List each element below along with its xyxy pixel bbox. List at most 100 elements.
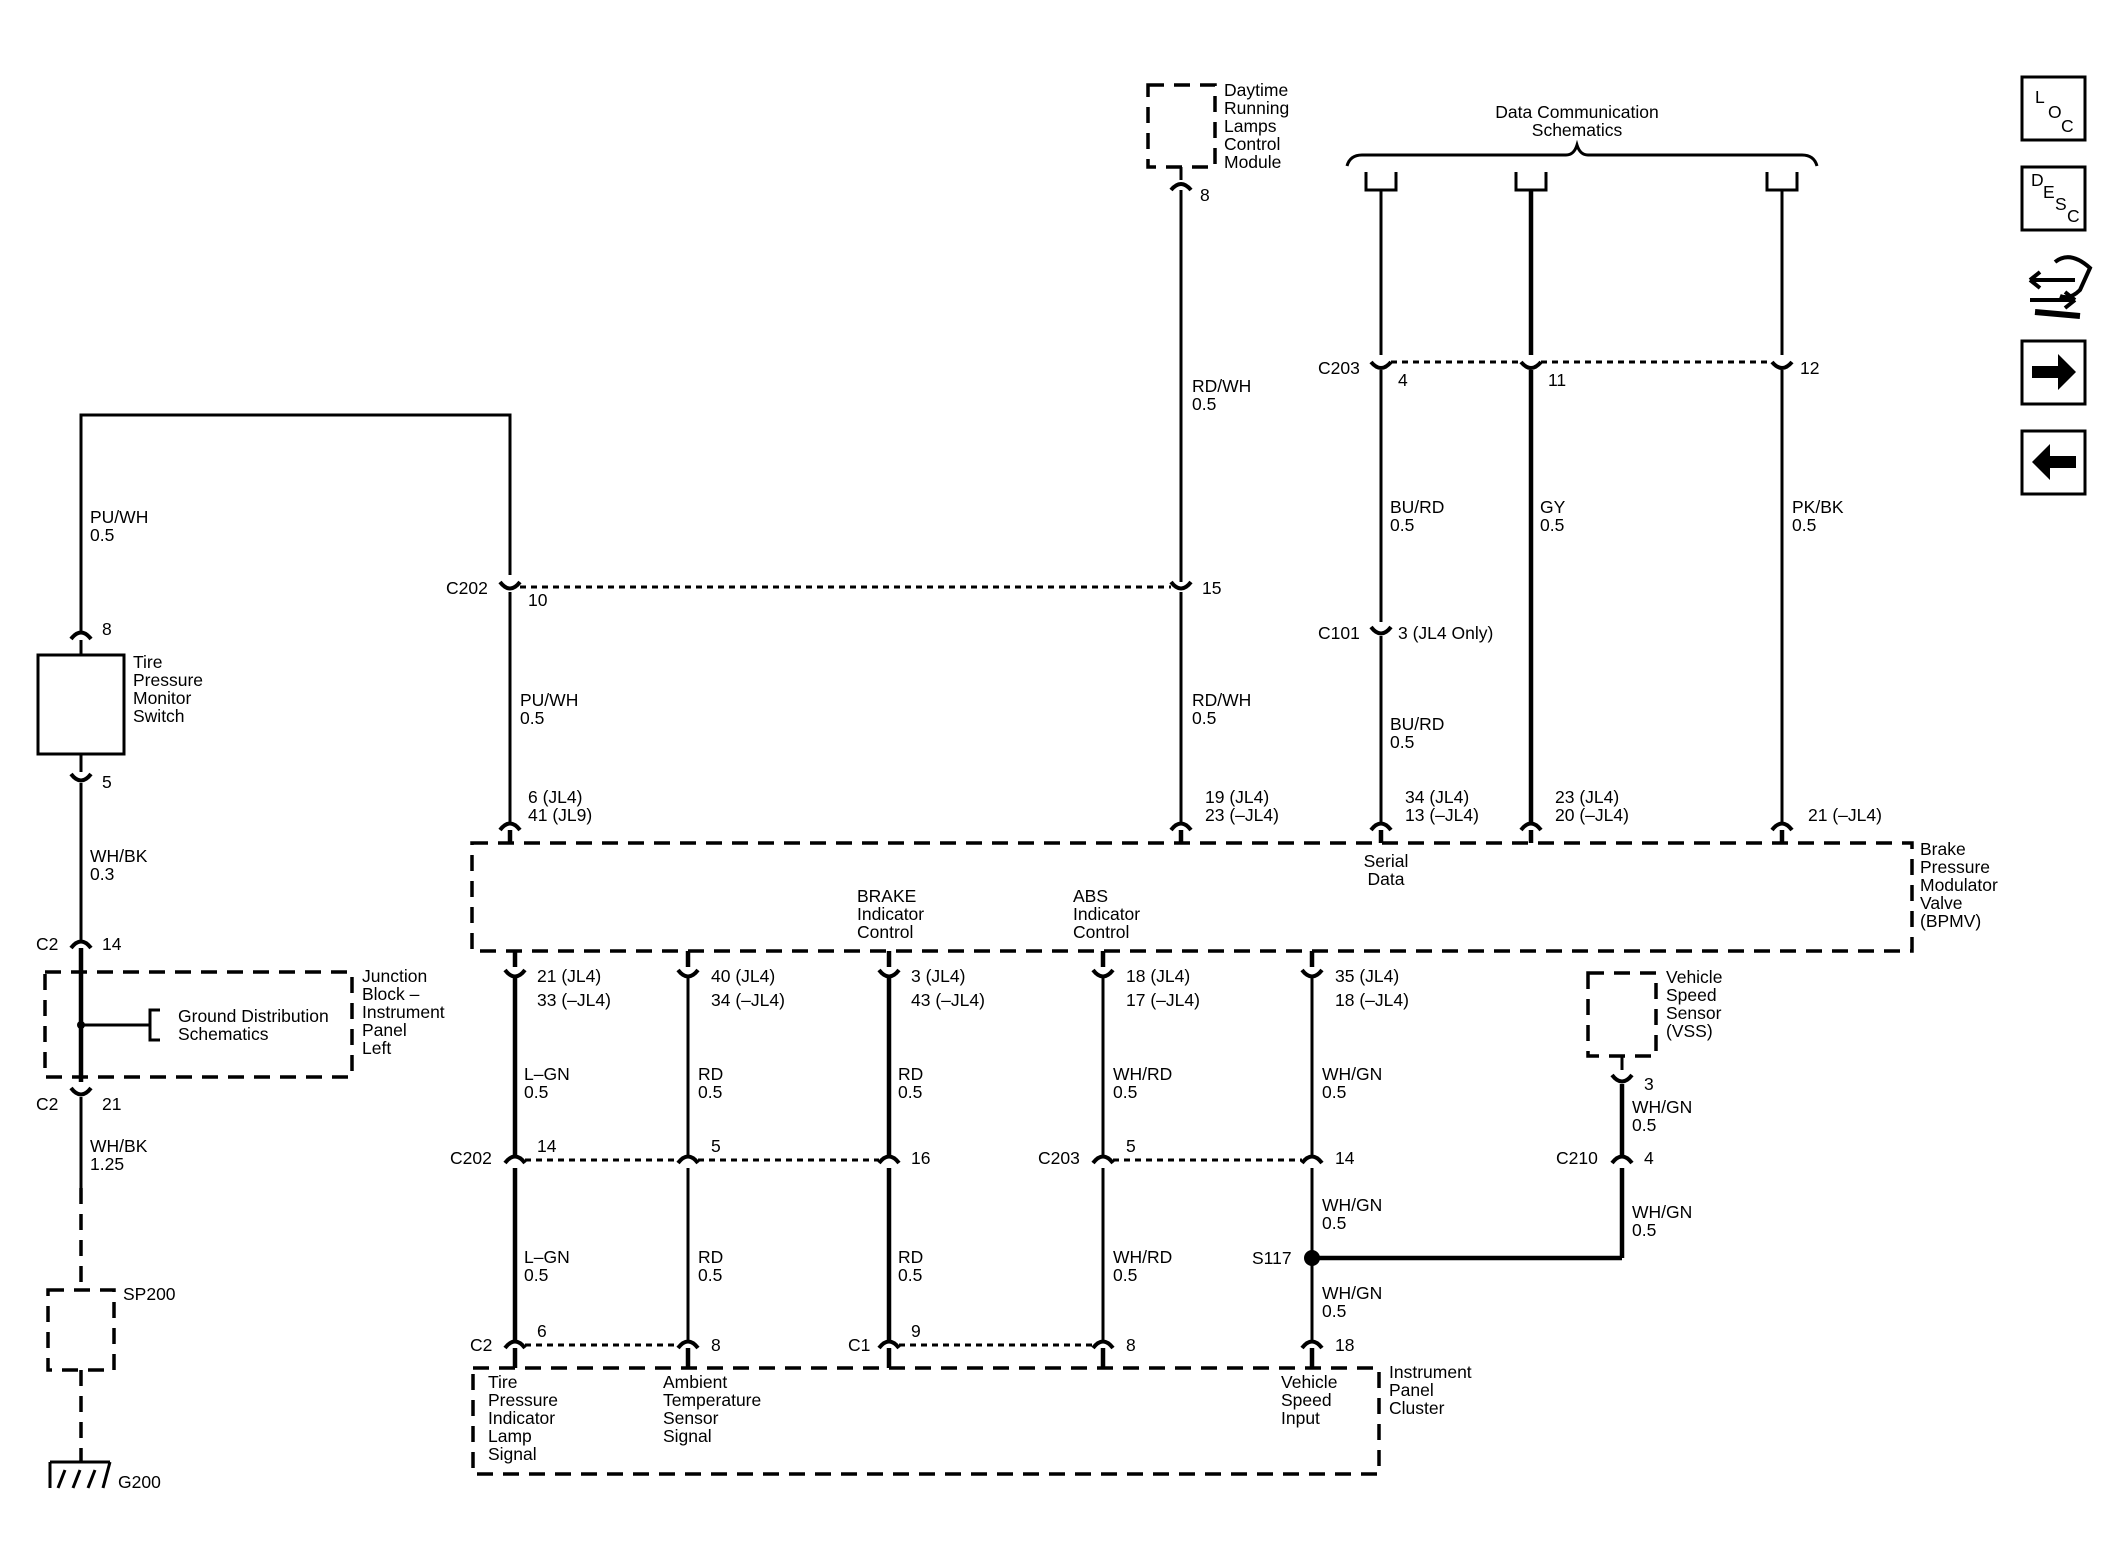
connector-end-view-icon[interactable] bbox=[2028, 255, 2093, 319]
tpm-label-line: Pressure bbox=[133, 670, 203, 690]
wire-color: WH/GN bbox=[1322, 1064, 1382, 1084]
jb-label-line: Junction bbox=[362, 966, 427, 986]
loc-button[interactable]: L O C bbox=[2020, 75, 2087, 142]
pin-label: 14 bbox=[537, 1136, 557, 1156]
wire-color: WH/BK bbox=[90, 846, 148, 866]
vss-connector bbox=[1610, 1073, 1634, 1084]
ipc-pin-label: Vehicle bbox=[1281, 1372, 1337, 1392]
wire-gauge: 0.5 bbox=[1192, 394, 1216, 414]
previous-page-button[interactable] bbox=[2020, 429, 2087, 496]
wire-color: BU/RD bbox=[1390, 497, 1444, 517]
serial-data-label: Serial bbox=[1364, 851, 1409, 871]
connector-id-c203: C203 bbox=[1038, 1148, 1080, 1168]
ipc-tire-lamp-label: Tire Pressure Indicator Lamp Signal bbox=[488, 1372, 558, 1464]
c2-connector-top bbox=[69, 939, 93, 950]
tpm-label-line: Tire bbox=[133, 652, 163, 672]
pin-label: 17 (–JL4) bbox=[1126, 990, 1200, 1010]
wire-color: RD bbox=[698, 1247, 723, 1267]
wire-color: WH/GN bbox=[1632, 1097, 1692, 1117]
data-comm-label: Schematics bbox=[1532, 120, 1623, 140]
brake-indicator-label: BRAKE bbox=[857, 886, 916, 906]
ipc-pin-label: Speed bbox=[1281, 1390, 1332, 1410]
pin-label: 19 (JL4) bbox=[1205, 787, 1269, 807]
c101-connector bbox=[1369, 625, 1393, 636]
pin-label: 3 (JL4) bbox=[911, 966, 965, 986]
pin-label: 4 bbox=[1398, 370, 1408, 390]
pin-label: 18 (JL4) bbox=[1126, 966, 1190, 986]
jb-label-line: Left bbox=[362, 1038, 391, 1058]
pin-label: 20 (–JL4) bbox=[1555, 805, 1629, 825]
loc-letter-l: L bbox=[2035, 87, 2045, 107]
pin-label: 8 bbox=[1200, 185, 1210, 205]
pin-label: 8 bbox=[1126, 1335, 1136, 1355]
desc-letter-c: C bbox=[2067, 206, 2080, 226]
connector-id-c2: C2 bbox=[36, 1094, 58, 1114]
tpm-switch-box bbox=[36, 653, 126, 756]
arrow-right-icon bbox=[2032, 354, 2076, 390]
ipc-label-line: Instrument bbox=[1389, 1362, 1472, 1382]
drl-label-line: Control bbox=[1224, 134, 1280, 154]
ipc-pin-label: Input bbox=[1281, 1408, 1320, 1428]
wire-color: WH/GN bbox=[1322, 1283, 1382, 1303]
pin-label: 3 bbox=[1644, 1074, 1654, 1094]
desc-letter-e: E bbox=[2043, 182, 2055, 202]
jb-label-line: Instrument bbox=[362, 1002, 445, 1022]
drl-connector bbox=[1169, 182, 1193, 192]
connector-id-c1: C1 bbox=[848, 1335, 870, 1355]
wire-color: WH/GN bbox=[1322, 1195, 1382, 1215]
ipc-ambient-label: Ambient Temperature Sensor Signal bbox=[663, 1372, 761, 1446]
ipc-pin-label: Tire bbox=[488, 1372, 518, 1392]
pin-label: 21 (JL4) bbox=[537, 966, 601, 986]
wire-color: WH/RD bbox=[1113, 1247, 1172, 1267]
ipc-pin-label: Pressure bbox=[488, 1390, 558, 1410]
connector-id-c210: C210 bbox=[1556, 1148, 1598, 1168]
drl-label-line: Lamps bbox=[1224, 116, 1277, 136]
brake-indicator-label: Control bbox=[857, 922, 913, 942]
splice-label: S117 bbox=[1252, 1248, 1292, 1268]
desc-letter-d: D bbox=[2031, 170, 2044, 190]
desc-button[interactable]: D E S C bbox=[2020, 165, 2087, 232]
ipc-pin-label: Sensor bbox=[663, 1408, 719, 1428]
next-page-button[interactable] bbox=[2020, 339, 2087, 406]
wire-color: RD bbox=[698, 1064, 723, 1084]
pin-label: 18 bbox=[1335, 1335, 1354, 1355]
wire-color: PK/BK bbox=[1792, 497, 1844, 517]
wire-gauge: 1.25 bbox=[90, 1154, 124, 1174]
wire-color: WH/GN bbox=[1632, 1202, 1692, 1222]
wire-color: L–GN bbox=[524, 1064, 570, 1084]
ipc-pin-label: Lamp bbox=[488, 1426, 532, 1446]
abs-indicator-label: ABS bbox=[1073, 886, 1108, 906]
pin-label: 16 bbox=[911, 1148, 930, 1168]
drl-module-label: Daytime Running Lamps Control Module bbox=[1224, 80, 1289, 172]
sp200-box bbox=[46, 1288, 116, 1372]
c202-top-connector bbox=[498, 580, 1193, 591]
sp200-label: SP200 bbox=[123, 1284, 176, 1304]
wire-pu-wh-top bbox=[79, 413, 512, 632]
wire-gauge: 0.5 bbox=[524, 1082, 548, 1102]
wire-gauge: 0.5 bbox=[1390, 515, 1414, 535]
vss-label-line: (VSS) bbox=[1666, 1021, 1713, 1041]
wire-gauge: 0.5 bbox=[524, 1265, 548, 1285]
bpmv-bottom-pins bbox=[503, 951, 1324, 979]
bpmv-label-line: Valve bbox=[1920, 893, 1962, 913]
wire-gauge: 0.5 bbox=[90, 525, 114, 545]
ipc-label: Instrument Panel Cluster bbox=[1389, 1362, 1472, 1418]
vss-label-line: Speed bbox=[1666, 985, 1717, 1005]
brake-indicator-label: Indicator bbox=[857, 904, 924, 924]
pin-label: 5 bbox=[711, 1136, 721, 1156]
drl-label-line: Daytime bbox=[1224, 80, 1288, 100]
ipc-pin-label: Indicator bbox=[488, 1408, 555, 1428]
bpmv-box bbox=[470, 841, 1914, 953]
pin-label: 34 (JL4) bbox=[1405, 787, 1469, 807]
arrow-left-icon bbox=[2032, 444, 2076, 480]
pin-label: 5 bbox=[102, 772, 112, 792]
drl-label-line: Module bbox=[1224, 152, 1281, 172]
pin-label: 8 bbox=[711, 1335, 721, 1355]
connector-id-c2: C2 bbox=[36, 934, 58, 954]
ipc-pin-label: Temperature bbox=[663, 1390, 761, 1410]
ground-dist-label: Ground Distribution bbox=[178, 1006, 329, 1026]
pin-label: 5 bbox=[1126, 1136, 1136, 1156]
loc-letter-o: O bbox=[2048, 102, 2062, 122]
wire-color: RD/WH bbox=[1192, 690, 1251, 710]
